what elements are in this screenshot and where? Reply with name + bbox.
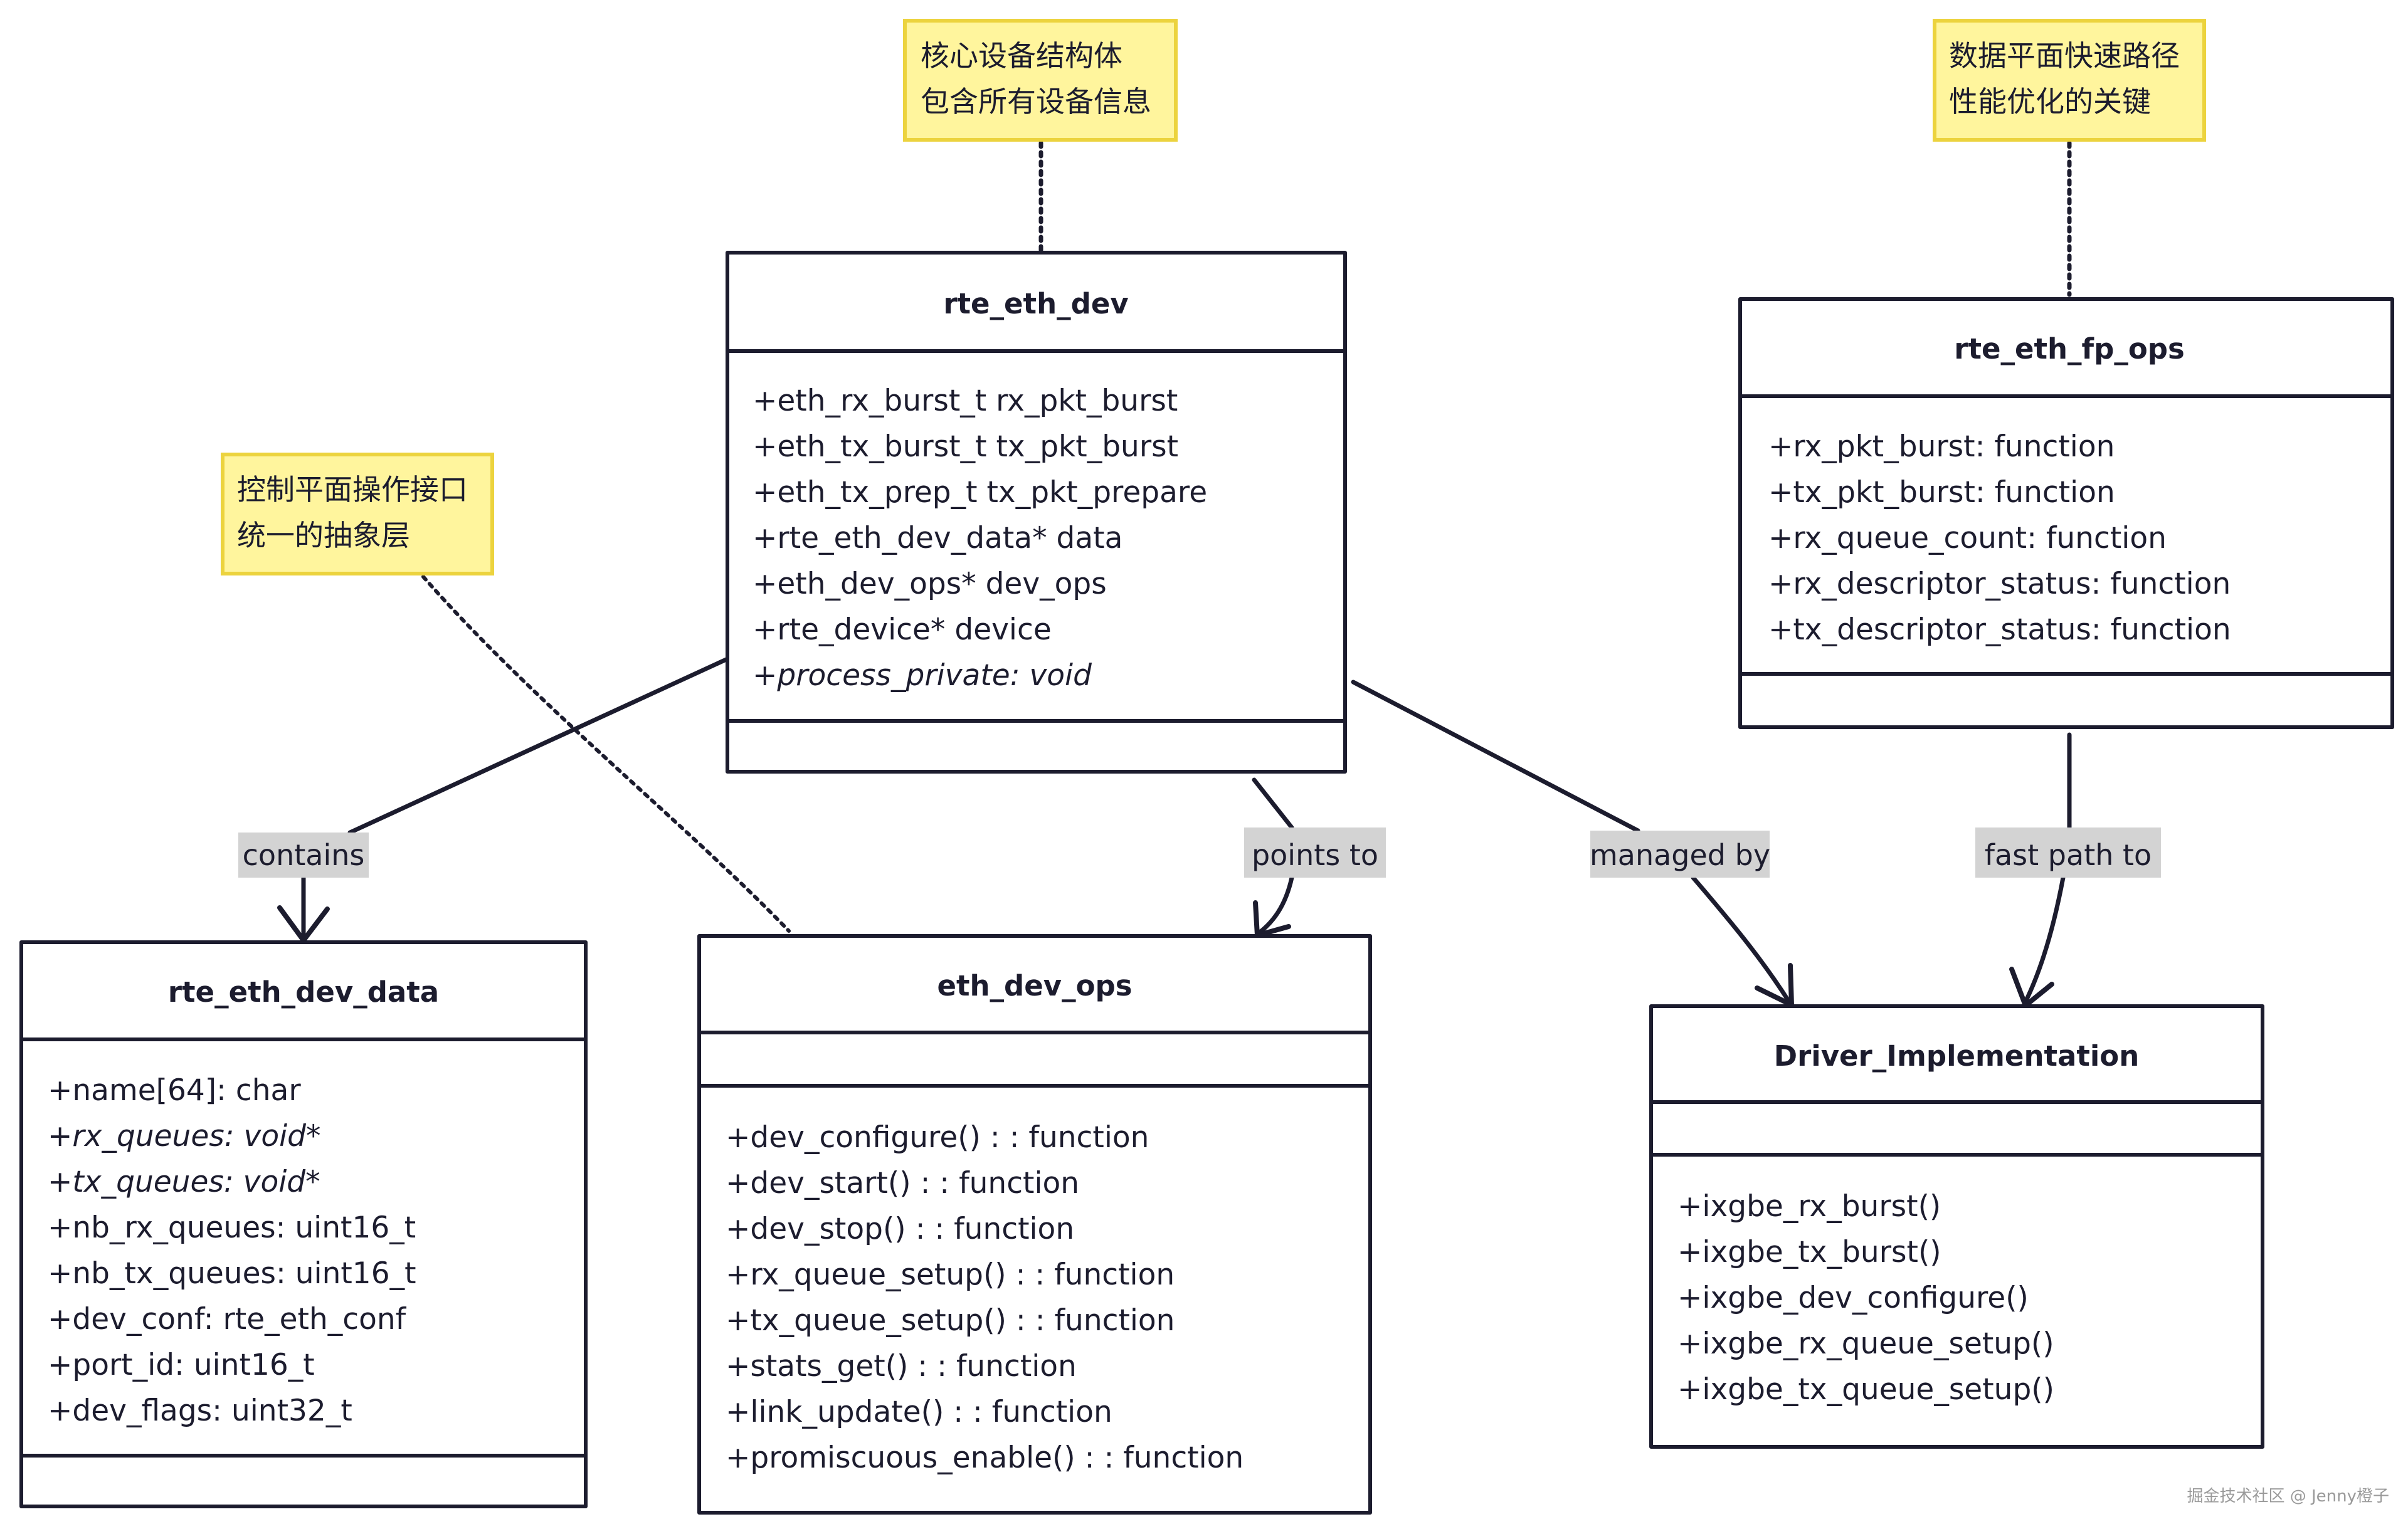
method: +ixgbe_rx_burst() bbox=[1677, 1189, 1941, 1224]
class-rte-eth-fp-ops[interactable]: rte_eth_fp_ops +rx_pkt_burst: function +… bbox=[1738, 297, 2394, 729]
attribute: +nb_rx_queues: uint16_t bbox=[48, 1211, 416, 1245]
class-rte-eth-dev[interactable]: rte_eth_dev +eth_rx_burst_t rx_pkt_burst… bbox=[726, 251, 1347, 774]
label-points-to: points to bbox=[1244, 827, 1386, 878]
attribute: +dev_conf: rte_eth_conf bbox=[48, 1302, 407, 1337]
class-title: eth_dev_ops bbox=[937, 969, 1132, 1002]
attribute: +rx_descriptor_status: function bbox=[1768, 567, 2231, 601]
attribute: +eth_dev_ops* dev_ops bbox=[752, 567, 1107, 601]
attribute-list: +eth_rx_burst_t rx_pkt_burst +eth_tx_bur… bbox=[752, 384, 1207, 693]
note-line: 数据平面快速路径 bbox=[1949, 39, 2180, 73]
method: +promiscuous_enable() : : function bbox=[726, 1441, 1244, 1475]
note-line: 统一的抽象层 bbox=[237, 518, 410, 552]
attribute: +tx_queues: void* bbox=[48, 1165, 320, 1199]
label-fast-path: fast path to bbox=[1975, 827, 2161, 878]
method-list: +dev_configure() : : function +dev_start… bbox=[726, 1120, 1244, 1475]
note-line: 核心设备结构体 bbox=[921, 39, 1122, 73]
method-list: +ixgbe_rx_burst() +ixgbe_tx_burst() +ixg… bbox=[1677, 1189, 2054, 1407]
edge-labels: contains points to managed by fast path … bbox=[238, 827, 2161, 878]
label-fast-path-text: fast path to bbox=[1985, 838, 2152, 872]
attribute: +dev_flags: uint32_t bbox=[48, 1394, 352, 1428]
label-managed-by-text: managed by bbox=[1590, 838, 1770, 872]
attribute: +rte_eth_dev_data* data bbox=[752, 521, 1122, 555]
attribute: +eth_tx_prep_t tx_pkt_prepare bbox=[752, 475, 1207, 510]
class-eth-dev-ops[interactable]: eth_dev_ops +dev_configure() : : functio… bbox=[697, 934, 1372, 1515]
note-line: 控制平面操作接口 bbox=[237, 473, 468, 507]
attribute: +rx_pkt_burst: function bbox=[1768, 429, 2115, 464]
class-title: Driver_Implementation bbox=[1774, 1039, 2140, 1073]
label-points-to-text: points to bbox=[1252, 838, 1378, 872]
attribute-list: +rx_pkt_burst: function +tx_pkt_burst: f… bbox=[1768, 429, 2231, 647]
attribute: +rx_queue_count: function bbox=[1768, 521, 2167, 555]
method: +ixgbe_dev_configure() bbox=[1677, 1281, 2029, 1315]
attribute-list: +name[64]: char +rx_queues: void* +tx_qu… bbox=[48, 1073, 416, 1428]
attribute: +eth_tx_burst_t tx_pkt_burst bbox=[752, 429, 1178, 464]
method: +ixgbe_tx_burst() bbox=[1677, 1235, 1941, 1269]
attribute: +name[64]: char bbox=[48, 1073, 301, 1108]
attribute: +tx_descriptor_status: function bbox=[1768, 612, 2231, 647]
method: +dev_start() : : function bbox=[726, 1166, 1079, 1200]
edge-managed-by bbox=[1351, 680, 1640, 833]
edge-fast-path-drop bbox=[2023, 875, 2066, 1004]
method: +ixgbe_tx_queue_setup() bbox=[1677, 1372, 2054, 1407]
class-title: rte_eth_fp_ops bbox=[1954, 332, 2185, 365]
label-contains-text: contains bbox=[243, 838, 365, 872]
note-link-control bbox=[421, 575, 791, 933]
attribute: +rx_queues: void* bbox=[48, 1119, 320, 1153]
label-managed-by: managed by bbox=[1590, 831, 1770, 878]
class-title: rte_eth_dev bbox=[943, 287, 1128, 320]
note-line: 性能优化的关键 bbox=[1949, 85, 2151, 118]
attribute: +port_id: uint16_t bbox=[48, 1348, 315, 1382]
attribute: +rte_device* device bbox=[752, 612, 1052, 647]
watermark: 掘金技术社区 @ Jenny橙子 bbox=[2187, 1487, 2389, 1506]
edge-managed-by-drop bbox=[1691, 875, 1792, 1004]
method: +tx_queue_setup() : : function bbox=[726, 1303, 1175, 1338]
method: +dev_stop() : : function bbox=[726, 1212, 1074, 1246]
attribute: +eth_rx_burst_t rx_pkt_burst bbox=[752, 384, 1178, 418]
note-line: 包含所有设备信息 bbox=[921, 85, 1151, 118]
edge-points-to bbox=[1252, 777, 1294, 830]
attribute: +tx_pkt_burst: function bbox=[1768, 475, 2115, 510]
attribute: +process_private: void bbox=[752, 658, 1092, 693]
class-title: rte_eth_dev_data bbox=[168, 975, 439, 1009]
method: +ixgbe_rx_queue_setup() bbox=[1677, 1326, 2054, 1361]
note-control-plane[interactable]: 控制平面操作接口 统一的抽象层 bbox=[221, 453, 494, 575]
method: +stats_get() : : function bbox=[726, 1349, 1077, 1384]
method: +link_update() : : function bbox=[726, 1395, 1112, 1429]
class-driver-implementation[interactable]: Driver_Implementation +ixgbe_rx_burst() … bbox=[1649, 1004, 2264, 1449]
class-rte-eth-dev-data[interactable]: rte_eth_dev_data +name[64]: char +rx_que… bbox=[19, 940, 588, 1508]
note-fast-path[interactable]: 数据平面快速路径 性能优化的关键 bbox=[1933, 19, 2206, 142]
attribute: +nb_tx_queues: uint16_t bbox=[48, 1256, 416, 1291]
edge-contains bbox=[347, 657, 729, 835]
method: +dev_configure() : : function bbox=[726, 1120, 1149, 1155]
label-contains: contains bbox=[238, 833, 369, 878]
edge-points-to-drop bbox=[1255, 875, 1294, 937]
notes: 核心设备结构体 包含所有设备信息 数据平面快速路径 性能优化的关键 控制平面操作… bbox=[221, 19, 2206, 575]
method: +rx_queue_setup() : : function bbox=[726, 1258, 1175, 1292]
note-core-device[interactable]: 核心设备结构体 包含所有设备信息 bbox=[903, 19, 1178, 142]
